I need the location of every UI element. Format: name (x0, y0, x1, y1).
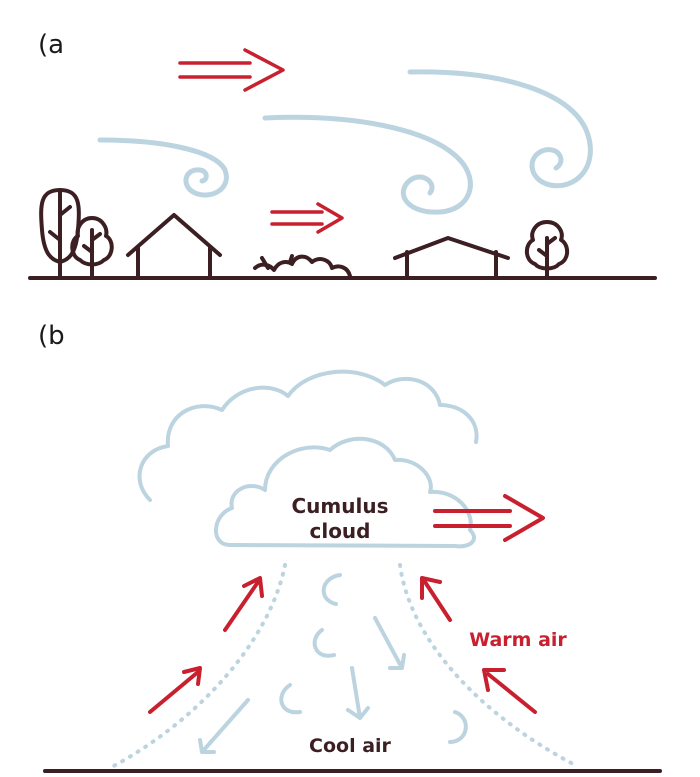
downdraft-arrow-3 (198, 698, 250, 754)
panel-b-label: (b (38, 321, 65, 351)
warm-arrow-upper-right (420, 576, 452, 622)
bush (253, 254, 352, 278)
cool-air-downdrafts (198, 573, 468, 754)
wind-swirl-right (407, 69, 593, 189)
tree-small-left (70, 216, 114, 280)
wind-arrows (178, 48, 344, 234)
tree-right (524, 220, 570, 280)
downdraft-swirl-1 (321, 573, 342, 606)
cumulus-cloud-front (214, 436, 476, 549)
panel-a (28, 48, 657, 280)
cloud-wind-arrow (433, 494, 545, 542)
downdraft-arrow-1 (373, 616, 406, 670)
cool-air-dotted-lines (108, 563, 577, 770)
panel-b: Cumulus cloud Warm air Cool air (43, 369, 662, 773)
downdraft-swirl-2 (312, 628, 336, 658)
warm-air-arrows (148, 576, 537, 714)
downdraft-swirl-4 (448, 710, 468, 744)
cloud-label-line2: cloud (309, 519, 370, 543)
wind-arrow-large (178, 48, 285, 92)
downdraft-arrow-2 (346, 666, 370, 720)
wind-arrow-small (270, 202, 344, 234)
tree-tall (39, 188, 81, 280)
panel-a-label: (a (38, 30, 65, 60)
cool-air-label: Cool air (309, 735, 392, 757)
house-left (126, 213, 222, 280)
dotted-line-left (108, 563, 287, 770)
cloud-label-line1: Cumulus (292, 494, 389, 518)
warm-arrow-lower-left (148, 666, 202, 714)
wind-swirl-middle (262, 114, 473, 215)
wind-streamlines (97, 69, 593, 215)
warm-arrow-lower-right (482, 668, 537, 714)
house-right (393, 236, 510, 280)
warm-arrow-upper-left (223, 576, 264, 632)
wind-swirl-left (97, 137, 229, 198)
dotted-line-right (398, 563, 577, 767)
downdraft-swirl-3 (279, 683, 302, 715)
warm-air-label: Warm air (469, 629, 567, 651)
cloud-back (137, 369, 479, 502)
